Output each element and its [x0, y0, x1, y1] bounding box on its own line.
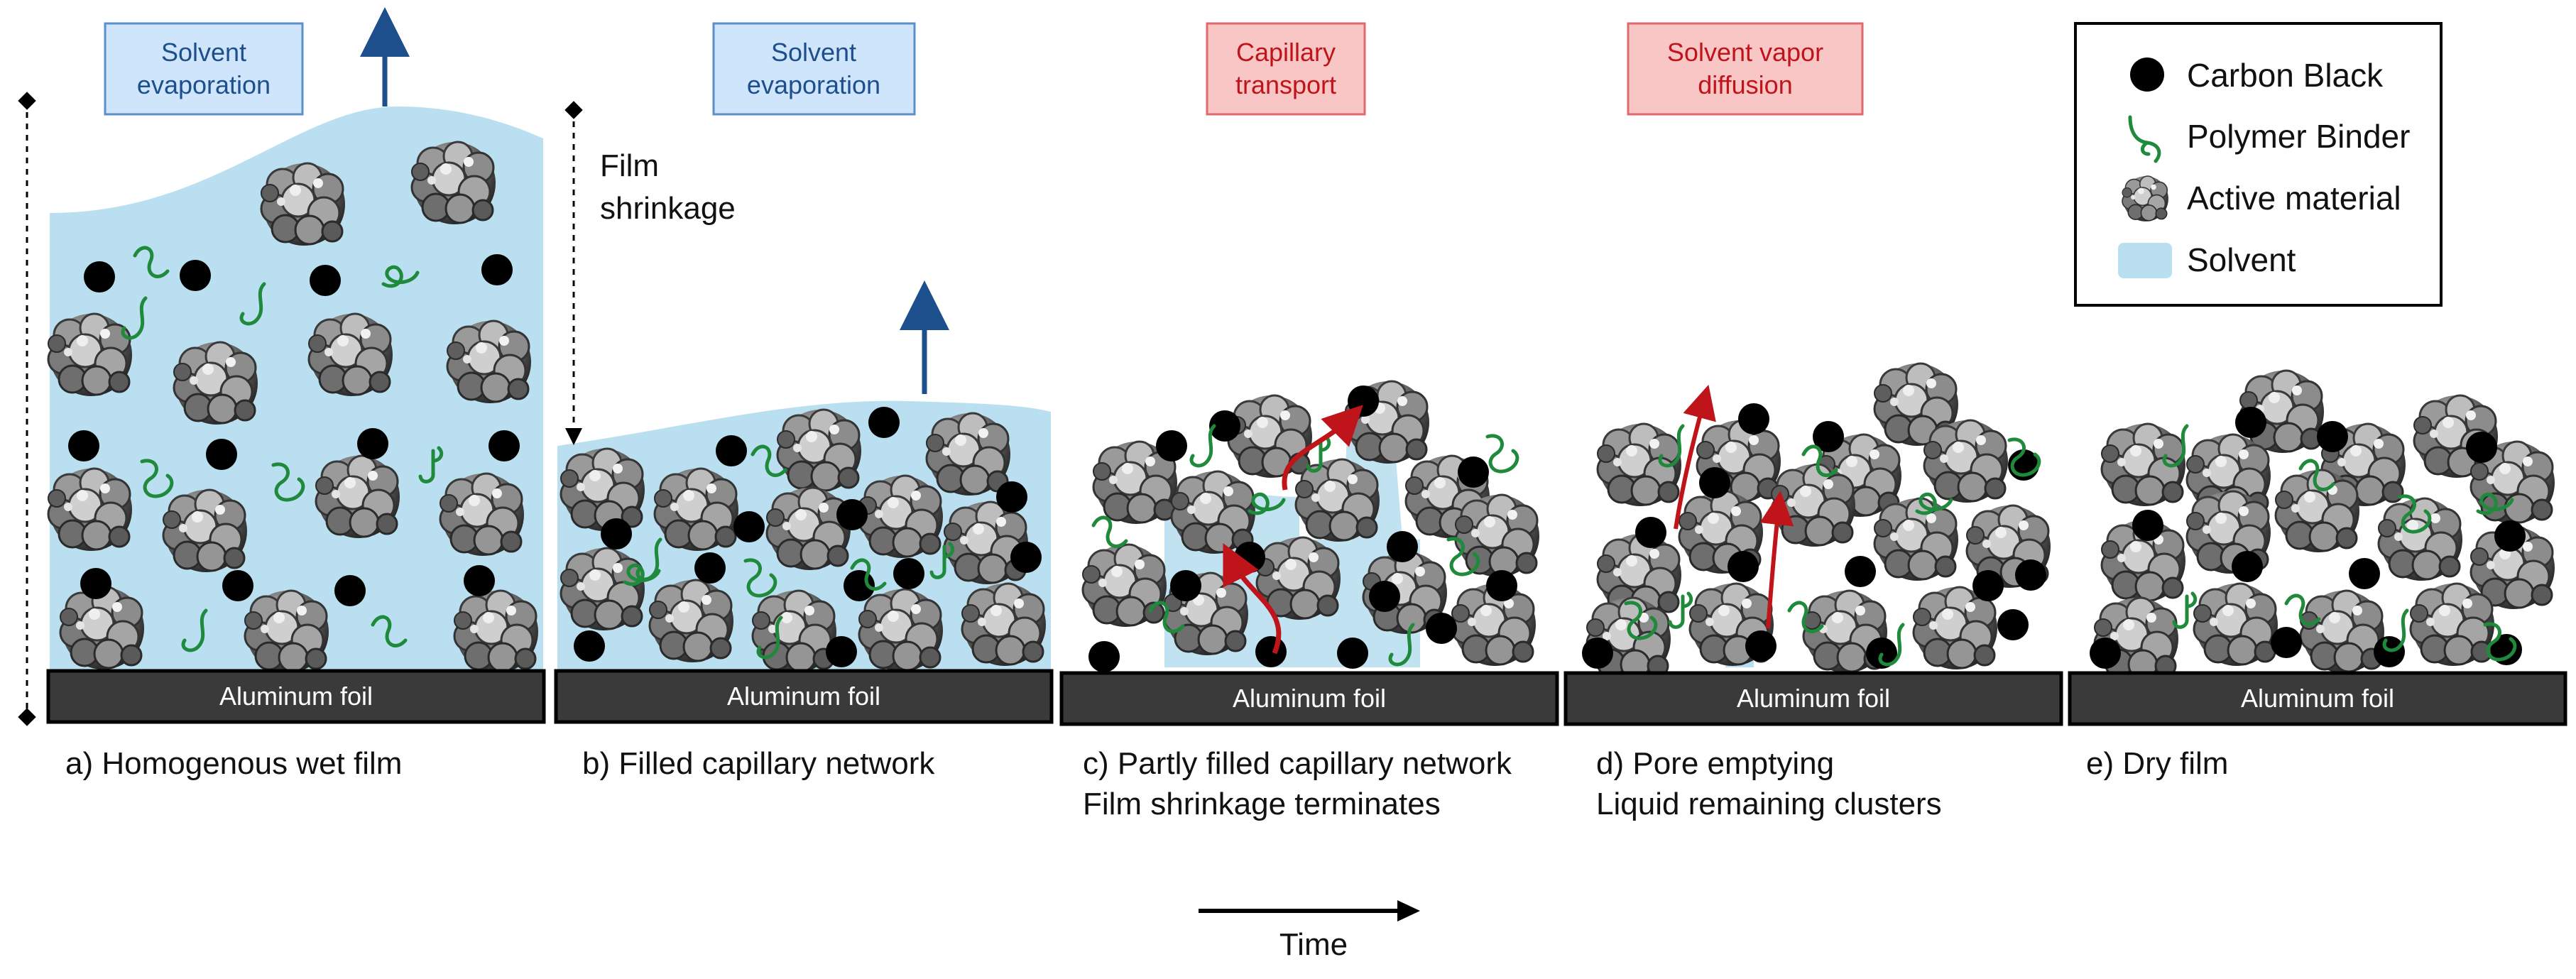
panel-a	[47, 7, 543, 674]
active-material-icon	[2122, 175, 2169, 222]
legend-label-active-material: Active material	[2187, 180, 2401, 217]
wet-film-height-marker	[18, 92, 36, 726]
caption-c-line1: c) Partly filled capillary network	[1083, 746, 1512, 781]
vapor-diffusion-arrow-icon	[1759, 491, 1794, 629]
caption-a: a) Homogenous wet film	[65, 746, 402, 781]
panel-b	[557, 280, 1051, 674]
solvent-swatch-icon	[2118, 243, 2172, 278]
foil-label: Aluminum foil	[2241, 684, 2394, 713]
svg-text:Capillary: Capillary	[1236, 38, 1336, 67]
process-box-d: Solvent vapor diffusion	[1627, 22, 1864, 116]
carbon-black-icon	[2130, 58, 2164, 92]
legend: Carbon Black Polymer Binder Active mater…	[2074, 22, 2443, 307]
polymer-binder-icon	[2128, 115, 2161, 163]
film-shrinkage-marker: Film shrinkage	[564, 101, 736, 445]
foil-e: Aluminum foil	[2068, 671, 2567, 726]
process-box-a: Solvent evaporation	[104, 22, 304, 116]
caption-b: b) Filled capillary network	[582, 746, 935, 781]
foil-d: Aluminum foil	[1563, 671, 2063, 726]
panel-c	[1081, 380, 1541, 672]
film-shrinkage-label-line2: shrinkage	[600, 191, 736, 226]
foil-c: Aluminum foil	[1059, 671, 1559, 726]
legend-label-solvent: Solvent	[2187, 241, 2296, 278]
foil-label: Aluminum foil	[727, 682, 880, 711]
svg-text:evaporation: evaporation	[137, 70, 271, 99]
film-shrinkage-label-line1: Film	[600, 148, 659, 183]
process-box-b: Solvent evaporation	[712, 22, 916, 116]
foil-label: Aluminum foil	[1737, 684, 1890, 713]
capillary-transport-arrow-icon	[1282, 405, 1363, 491]
svg-text:Solvent vapor: Solvent vapor	[1667, 38, 1823, 67]
legend-label-polymer-binder: Polymer Binder	[2187, 118, 2410, 155]
svg-text:transport: transport	[1235, 70, 1336, 99]
foil-b: Aluminum foil	[554, 669, 1054, 724]
caption-c-line2: Film shrinkage terminates	[1083, 787, 1441, 821]
caption-e: e) Dry film	[2086, 746, 2228, 781]
legend-label-carbon-black: Carbon Black	[2187, 57, 2384, 94]
foil-label: Aluminum foil	[1233, 684, 1386, 713]
foil-label: Aluminum foil	[219, 682, 373, 711]
capillary-transport-arrow-icon	[1223, 542, 1282, 655]
panel-d	[1582, 362, 2052, 682]
svg-text:Solvent: Solvent	[161, 38, 246, 67]
time-label: Time	[1279, 927, 1348, 962]
foil-a: Aluminum foil	[46, 669, 546, 724]
vapor-diffusion-arrow-icon	[1674, 384, 1716, 530]
svg-text:evaporation: evaporation	[747, 70, 880, 99]
process-box-c: Capillary transport	[1206, 22, 1366, 116]
caption-d-line1: d) Pore emptying	[1596, 746, 1834, 781]
time-axis: Time	[1199, 900, 1420, 962]
caption-d-line2: Liquid remaining clusters	[1596, 787, 1942, 821]
panel-e	[2090, 369, 2556, 682]
svg-text:Solvent: Solvent	[771, 38, 856, 67]
svg-text:diffusion: diffusion	[1698, 70, 1792, 99]
